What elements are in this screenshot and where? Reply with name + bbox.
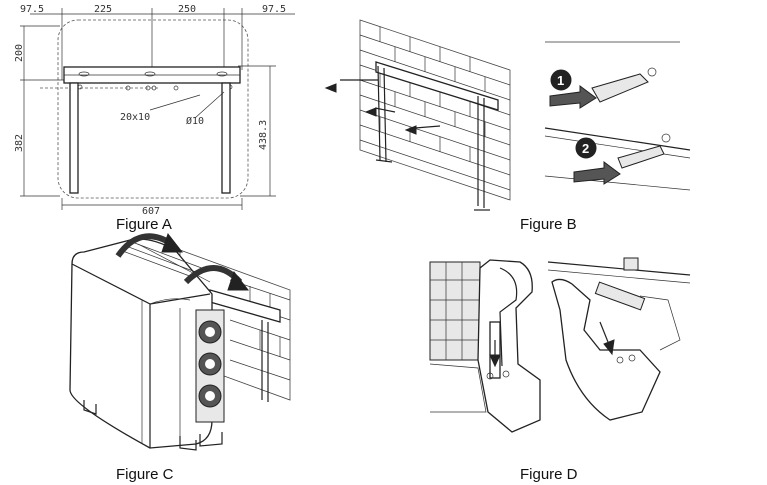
arrow-down-right-icon xyxy=(603,339,615,356)
dim-right-height: 438.3 xyxy=(258,120,269,150)
bolt-icon xyxy=(617,145,665,169)
bracket-b xyxy=(375,61,499,111)
dim-left-upper: 200 xyxy=(14,44,25,62)
step-2-badge xyxy=(575,137,597,159)
dim-left-lower: 382 xyxy=(14,134,25,152)
expansion-anchor-icon xyxy=(591,73,649,103)
arrow-2-icon xyxy=(573,161,621,185)
inverter-outline xyxy=(57,19,249,199)
dim-top-right: 97.5 xyxy=(262,4,286,15)
figure-d-caption: Figure D xyxy=(520,466,578,483)
step-1-badge xyxy=(550,69,572,91)
arrow-down-left-icon xyxy=(489,354,501,368)
bracket-leg-left xyxy=(69,82,79,194)
dim-hole-note: Ø10 xyxy=(186,115,204,127)
figure-b: Figure B 1 2 xyxy=(324,19,691,233)
hook-detail-right xyxy=(547,257,691,421)
figure-a: 97.5 225 250 97.5 200 382 438.3 xyxy=(14,4,295,233)
step-2-label: 2 xyxy=(582,141,589,156)
dim-top-mid-right: 250 xyxy=(178,4,196,15)
arrow-1-icon xyxy=(549,85,597,109)
figure-c-caption: Figure C xyxy=(116,466,174,483)
figure-d: Figure D xyxy=(429,257,691,483)
dim-top-left: 97.5 xyxy=(20,4,44,15)
dim-slot-note: 20x10 xyxy=(120,112,150,123)
step-1-label: 1 xyxy=(557,73,564,88)
inverter-box xyxy=(69,238,225,451)
anchor-detail: 1 2 xyxy=(544,41,691,191)
bracket-leg-right xyxy=(221,82,231,194)
hook-detail-left xyxy=(429,259,541,433)
dim-bottom-width: 607 xyxy=(142,206,160,217)
figure-b-caption: Figure B xyxy=(520,216,577,233)
dim-top-mid-left: 225 xyxy=(94,4,112,15)
figure-c: Figure C xyxy=(69,232,291,483)
screws-b xyxy=(324,79,441,135)
figure-a-caption: Figure A xyxy=(116,216,172,233)
